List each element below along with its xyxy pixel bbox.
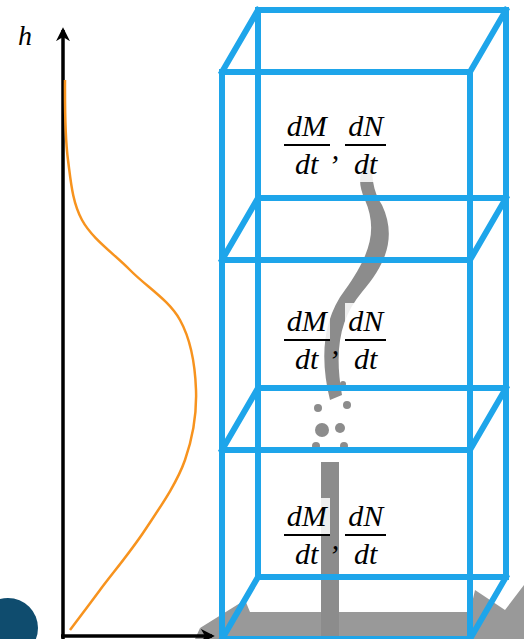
denominator: dt	[292, 536, 321, 572]
grid-cell: dMdt,dNdt	[222, 450, 470, 639]
fraction: dNdt	[345, 498, 386, 572]
logo-circle	[0, 598, 38, 639]
grid-boxes	[222, 10, 506, 639]
numerator: dM	[284, 303, 330, 341]
box-edge	[222, 388, 258, 450]
numerator: dM	[284, 498, 330, 536]
numerator: dN	[345, 498, 386, 536]
numerator: dM	[284, 108, 330, 146]
denominator: dt	[351, 146, 380, 182]
denominator: dt	[351, 341, 380, 377]
rate-expression: dMdt,dNdt	[284, 303, 387, 377]
box-edge	[222, 577, 258, 639]
box-edge	[470, 198, 506, 260]
separator: ,	[332, 126, 340, 164]
box-edge	[470, 577, 506, 639]
box-edge	[258, 7, 506, 13]
box-edge	[467, 72, 473, 639]
numerator: dN	[345, 303, 386, 341]
box-edge	[222, 198, 258, 260]
factory-wall	[262, 612, 470, 639]
fraction: dNdt	[345, 303, 386, 377]
separator: ,	[332, 321, 340, 359]
box-edge	[470, 10, 506, 72]
rate-expression: dMdt,dNdt	[284, 108, 387, 182]
box-edge	[255, 10, 261, 577]
fraction: dMdt	[284, 498, 330, 572]
denominator: dt	[351, 536, 380, 572]
separator: ,	[332, 516, 340, 554]
grid-cell: dMdt,dNdt	[222, 260, 470, 450]
denominator: dt	[292, 146, 321, 182]
fraction: dNdt	[345, 108, 386, 182]
fraction: dMdt	[284, 108, 330, 182]
chimney	[321, 462, 339, 639]
box-edge	[222, 636, 470, 639]
box-edge	[222, 10, 258, 72]
horizontal-axis	[61, 634, 212, 638]
box-edge	[503, 10, 509, 577]
box-edge	[470, 388, 506, 450]
axis-label: h	[18, 22, 32, 50]
box-edge	[219, 72, 225, 639]
vertical-profile	[65, 80, 196, 630]
rate-expression: dMdt,dNdt	[284, 498, 387, 572]
denominator: dt	[292, 341, 321, 377]
fraction: dMdt	[284, 303, 330, 377]
numerator: dN	[345, 108, 386, 146]
grid-cell: dMdt,dNdt	[222, 72, 470, 260]
